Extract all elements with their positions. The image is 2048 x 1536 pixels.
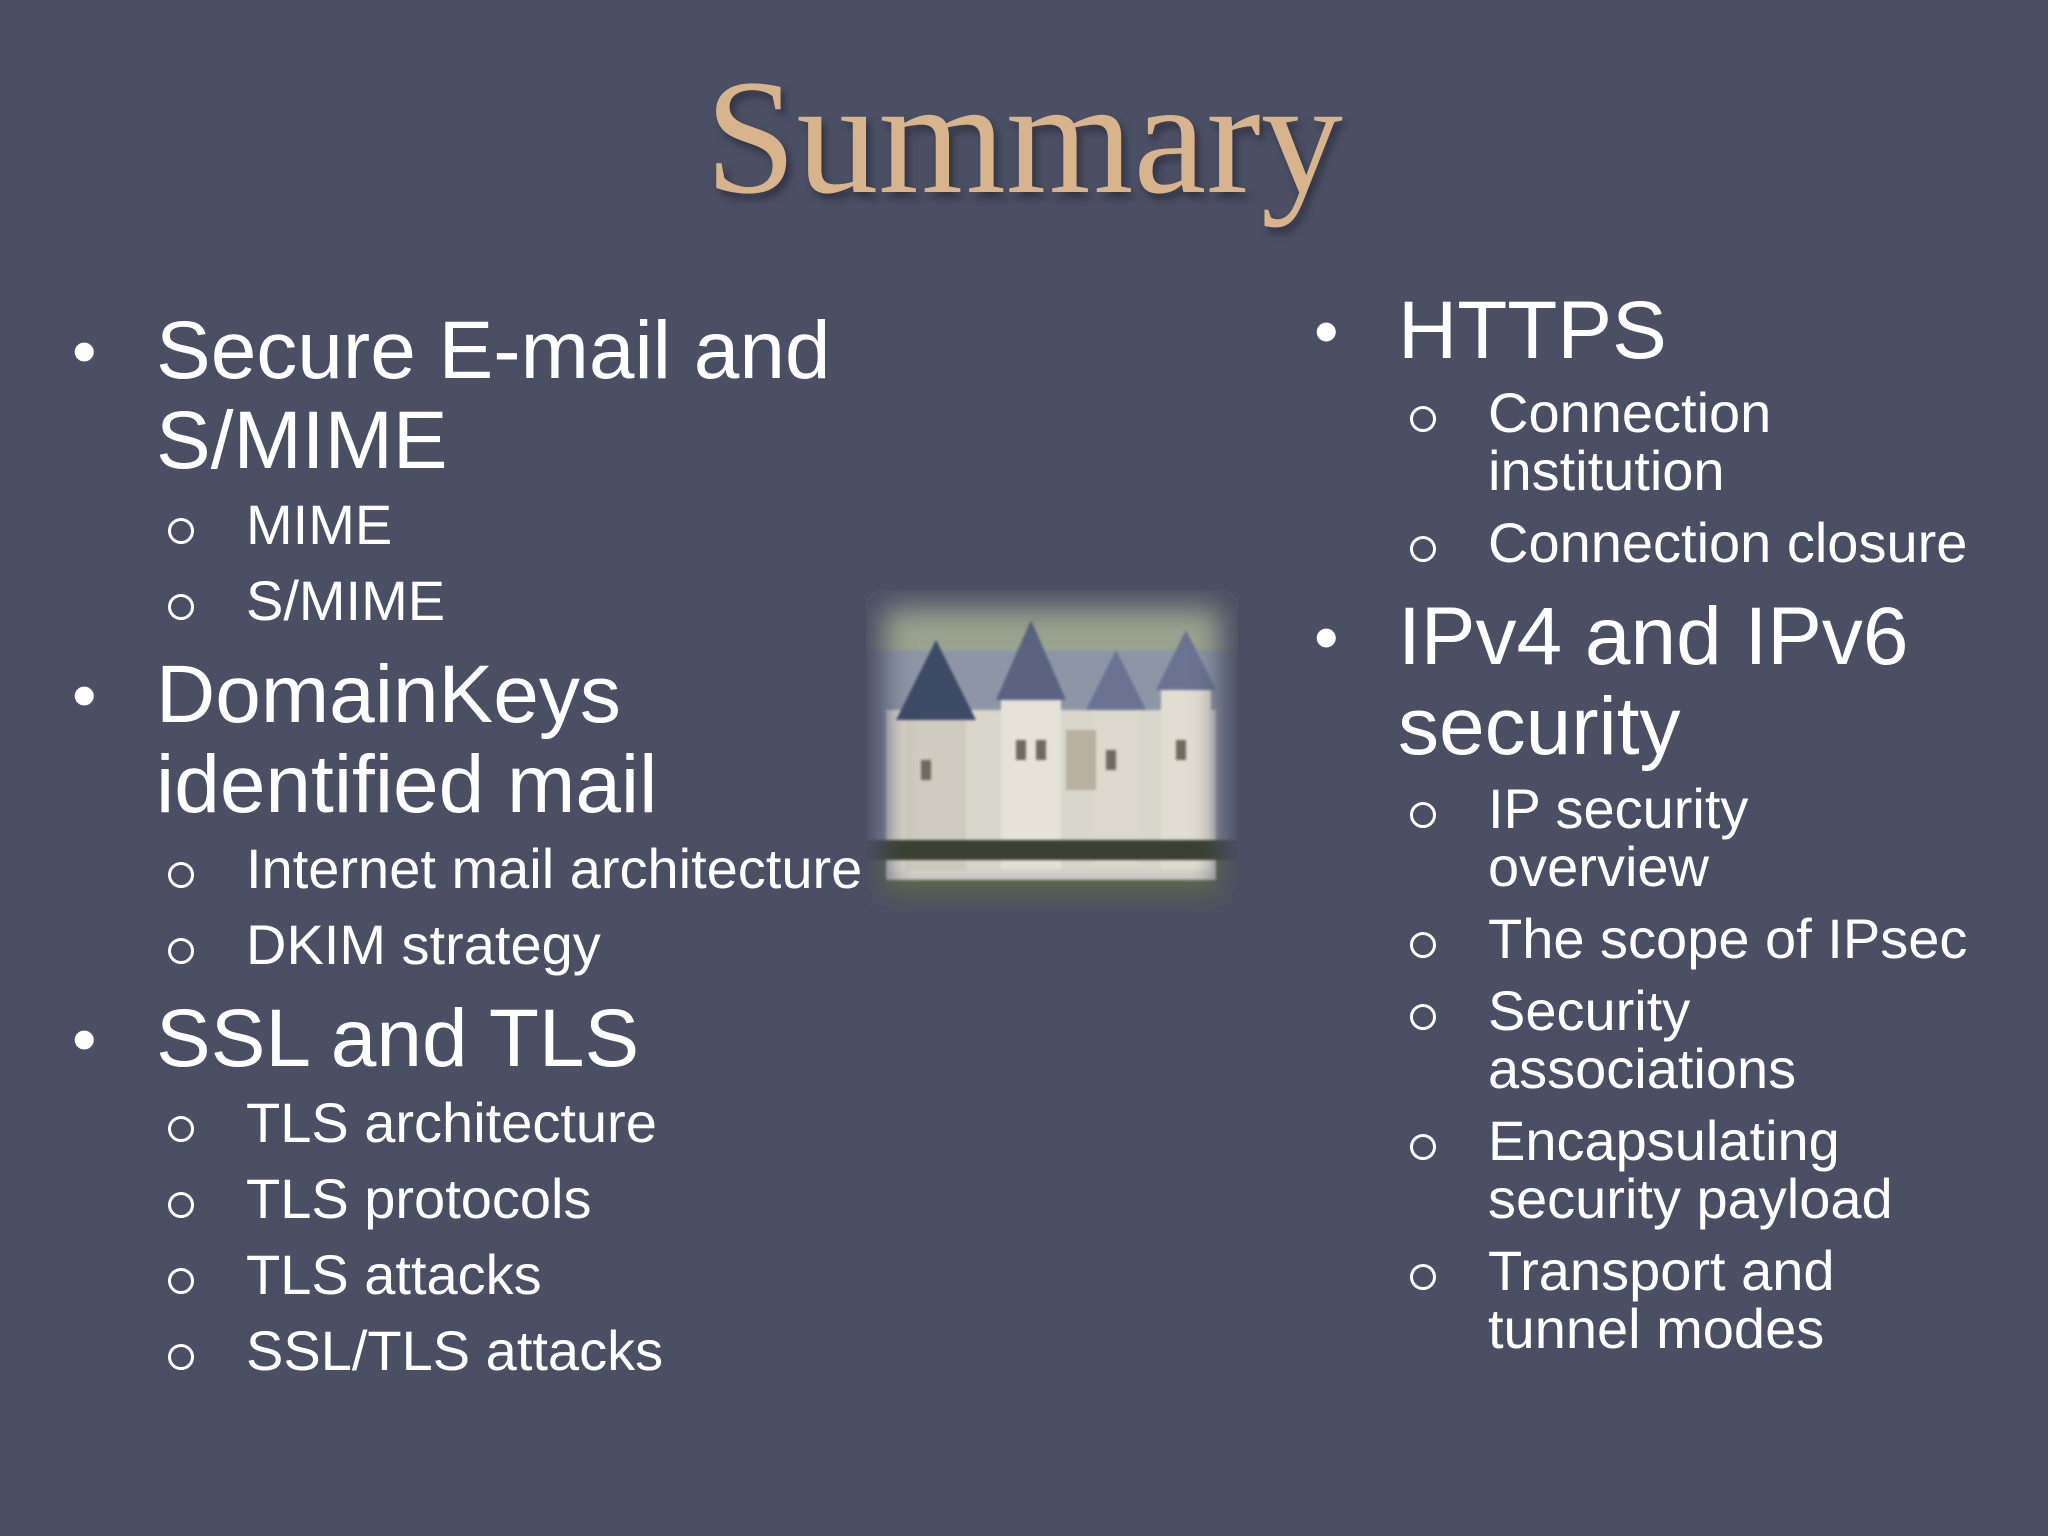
sub-item-tls-protocols: TLS protocols [156,1170,892,1228]
sub-item-mime: MIME [156,496,892,554]
sub-item-transport-tunnel-modes: Transport and tunnel modes [1398,1242,2014,1358]
bullet-label-line1: HTTPS [1398,285,1667,376]
bullet-ipv4-ipv6: IPv4 and IPv6 security IP security overv… [1314,592,2014,1358]
sub-list: Connection institution Connection closur… [1398,384,2014,572]
bullet-ssl-tls: SSL and TLS TLS architecture TLS protoco… [72,994,892,1380]
sub-item-line2: institution [1488,439,1725,502]
sub-item-tls-architecture: TLS architecture [156,1094,892,1152]
sub-item-line1: The scope of IPsec [1488,907,1968,970]
sub-item-line1: IP security [1488,777,1749,840]
sub-item-encapsulating-security-payload: Encapsulating security payload [1398,1112,2014,1228]
bullet-label-line1: SSL and TLS [156,993,640,1084]
bullet-label-line1: IPv4 and IPv6 [1398,591,1909,682]
sub-item-smime: S/MIME [156,572,892,630]
sub-item-line1: Connection [1488,381,1772,444]
bullet-label-line2: security [1398,681,1681,772]
sub-item-connection-institution: Connection institution [1398,384,2014,500]
sub-item-security-associations: Security associations [1398,982,2014,1098]
sub-item-internet-mail-architecture: Internet mail architecture [156,840,892,898]
castle-photo [866,590,1238,912]
sub-item-line2: associations [1488,1037,1797,1100]
bullet-secure-email: Secure E-mail and S/MIME MIME S/MIME [72,306,892,630]
sub-item-line1: Encapsulating [1488,1109,1840,1172]
sub-item-line1: Connection closure [1488,511,1968,574]
sub-item-tls-attacks: TLS attacks [156,1246,892,1304]
sub-item-scope-of-ipsec: The scope of IPsec [1398,910,2014,968]
slide-title: Summary [705,47,1343,228]
sub-item-line2: security payload [1488,1167,1893,1230]
sub-list: TLS architecture TLS protocols TLS attac… [156,1094,892,1380]
sub-item-connection-closure: Connection closure [1398,514,2014,572]
bullet-label-line1: DomainKeys [156,649,621,740]
sub-list: MIME S/MIME [156,496,892,630]
sub-item-line1: Security [1488,979,1691,1042]
bullet-label-line2: S/MIME [156,395,448,486]
left-column: Secure E-mail and S/MIME MIME S/MIME Dom… [72,306,892,1400]
bullet-label-line1: Secure E-mail and [156,305,831,396]
sub-item-ip-security-overview: IP security overview [1398,780,2014,896]
sub-list: IP security overview The scope of IPsec … [1398,780,2014,1358]
castle-illustration [866,590,1238,912]
sub-item-ssl-tls-attacks: SSL/TLS attacks [156,1322,892,1380]
photo-fade [866,590,1238,912]
sub-item-line2: tunnel modes [1488,1297,1825,1360]
sub-list: Internet mail architecture DKIM strategy [156,840,892,974]
right-column: HTTPS Connection institution Connection … [1314,286,2014,1378]
bullet-dkim: DomainKeys identified mail Internet mail… [72,650,892,974]
sub-item-line1: Transport and [1488,1239,1835,1302]
sub-item-dkim-strategy: DKIM strategy [156,916,892,974]
bullet-https: HTTPS Connection institution Connection … [1314,286,2014,572]
sub-item-line2: overview [1488,835,1709,898]
bullet-label-line2: identified mail [156,739,658,830]
